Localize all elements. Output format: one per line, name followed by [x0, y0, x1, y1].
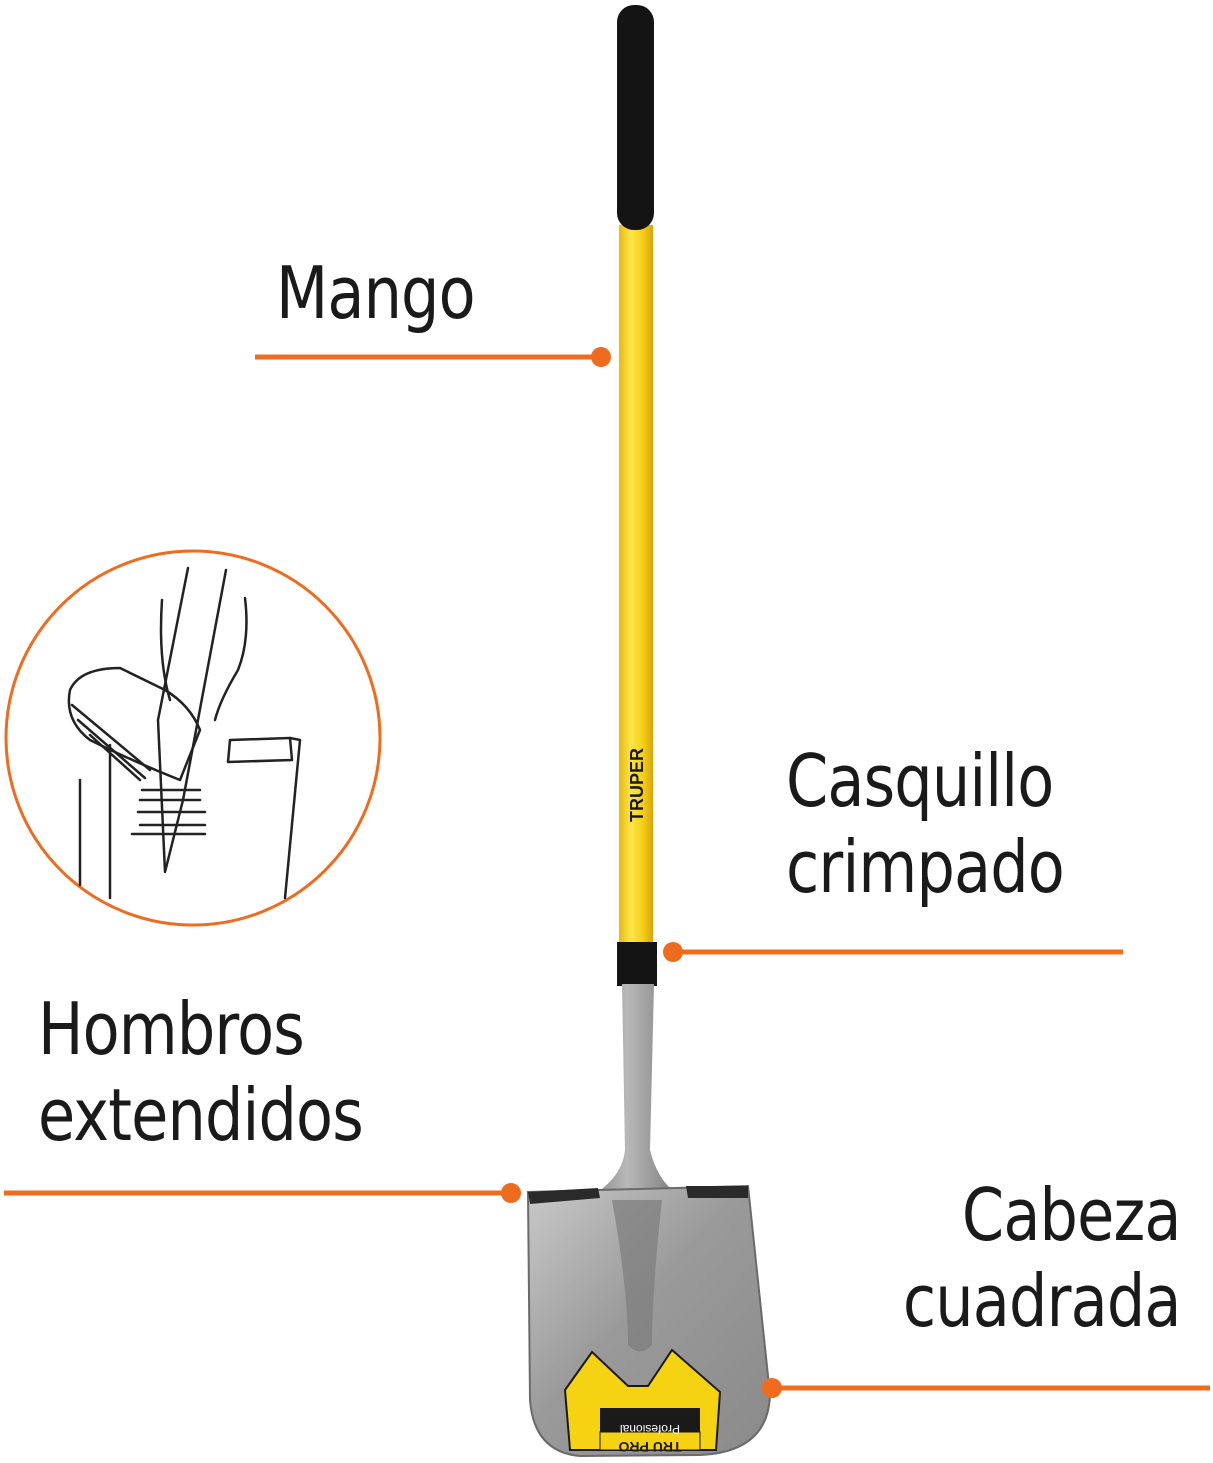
leader-casquillo-dot: [663, 942, 683, 962]
callout-label-casquillo: Casquillo crimpado: [786, 738, 1065, 911]
shovel-blade: Profesional TRU PRO: [526, 1184, 772, 1458]
leader-cabeza-dot: [762, 1378, 782, 1398]
leader-hombros-dot: [501, 1183, 521, 1203]
callout-hombros-line1: Hombros: [38, 987, 305, 1071]
callout-label-hombros: Hombros extendidos: [38, 986, 364, 1159]
callout-cabeza-line2: cuadrada: [903, 1259, 1182, 1344]
callout-mango-text: Mango: [276, 251, 476, 335]
sticker-sub-text: Profesional: [620, 1422, 680, 1436]
callout-cabeza-line1: Cabeza: [962, 1173, 1182, 1257]
shovel-neck: [585, 984, 690, 1200]
callout-label-mango: Mango: [276, 250, 476, 336]
usage-inset-illustration: [4, 549, 382, 927]
callout-label-cabeza: Cabeza cuadrada: [903, 1172, 1182, 1345]
handle-brand-text: TRUPER: [627, 748, 647, 822]
leader-mango-dot: [591, 347, 611, 367]
blade-shoulder-right: [686, 1186, 748, 1198]
callout-leaders: [4, 347, 1210, 1398]
callout-hombros-line2: extendidos: [38, 1073, 364, 1158]
callout-casquillo-line2: crimpado: [786, 825, 1065, 910]
sticker-brand-text: TRU PRO: [618, 1439, 681, 1455]
blade-shoulder-left: [528, 1188, 600, 1204]
ferrule: [617, 942, 657, 986]
shovel-handle: TRUPER: [617, 5, 654, 955]
callout-casquillo-line1: Casquillo: [786, 739, 1054, 823]
handle-grip: [617, 5, 654, 230]
